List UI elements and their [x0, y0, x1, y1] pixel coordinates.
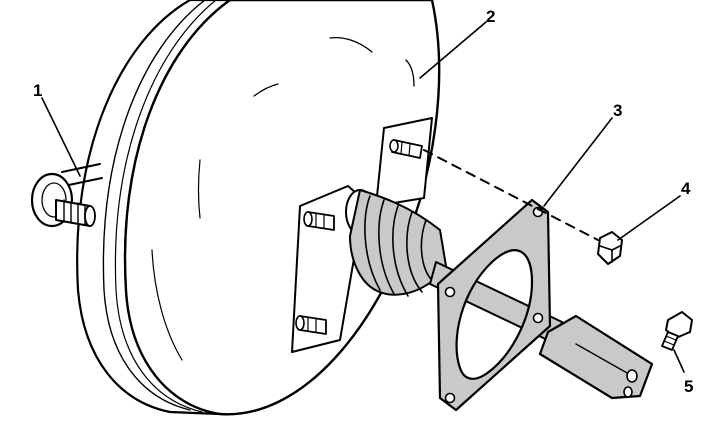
bolt	[661, 311, 693, 351]
booster-highlight-2	[253, 83, 279, 97]
push-rod-clevis	[538, 314, 654, 400]
flange-stud-lower	[295, 315, 327, 335]
clevis-pin-hole-1	[626, 369, 638, 383]
callout-4: 4	[681, 179, 691, 198]
booster-highlight-4	[197, 159, 201, 219]
bolt-threads	[663, 335, 677, 346]
leader-5	[673, 349, 685, 373]
boot-bellows	[349, 189, 447, 296]
gasket-hole-4	[444, 392, 456, 404]
callout-2: 2	[486, 7, 495, 26]
leader-lines	[41, 21, 685, 373]
clevis-pin-hole-2	[623, 386, 633, 398]
bolt-head	[665, 311, 693, 339]
flange-plate	[375, 117, 433, 207]
flange-stud-middle	[303, 211, 335, 231]
booster-seam-2	[114, 0, 217, 413]
nut-flange	[599, 245, 621, 263]
leader-2	[419, 21, 487, 79]
rear-stud-end	[84, 205, 96, 227]
clevis-slot	[575, 343, 637, 379]
leader-3	[543, 117, 613, 207]
flange-stud-upper	[389, 139, 423, 159]
callout-3: 3	[613, 101, 622, 120]
booster-seam-1	[102, 0, 206, 411]
booster-highlight-5	[151, 249, 183, 361]
leader-4	[617, 195, 681, 241]
gasket	[436, 198, 552, 412]
callout-1: 1	[33, 81, 42, 100]
alignment-dashed-line	[423, 149, 599, 241]
flange-plate-lower	[291, 185, 365, 353]
callout-5: 5	[684, 377, 693, 396]
rear-stud-rod	[61, 163, 103, 187]
brake-booster	[76, 0, 441, 416]
mounting-flange	[291, 117, 433, 353]
callout-labels: 1 2 3 4 5	[33, 7, 693, 396]
nut-body	[597, 231, 623, 265]
nut	[597, 231, 623, 265]
rear-stud	[30, 163, 103, 228]
pushrod-boot	[345, 189, 447, 297]
rear-stud-boss-inner	[41, 182, 67, 218]
booster-highlight-3	[405, 59, 415, 87]
gasket-plate	[436, 198, 552, 412]
booster-highlight-1	[329, 36, 373, 53]
booster-front-shell	[123, 0, 441, 416]
gasket-hole-2	[444, 286, 456, 298]
gasket-hole-3	[532, 312, 544, 324]
boot-ribs	[364, 195, 437, 297]
rear-stud-thread-lines	[63, 199, 86, 226]
leader-1	[41, 97, 81, 177]
